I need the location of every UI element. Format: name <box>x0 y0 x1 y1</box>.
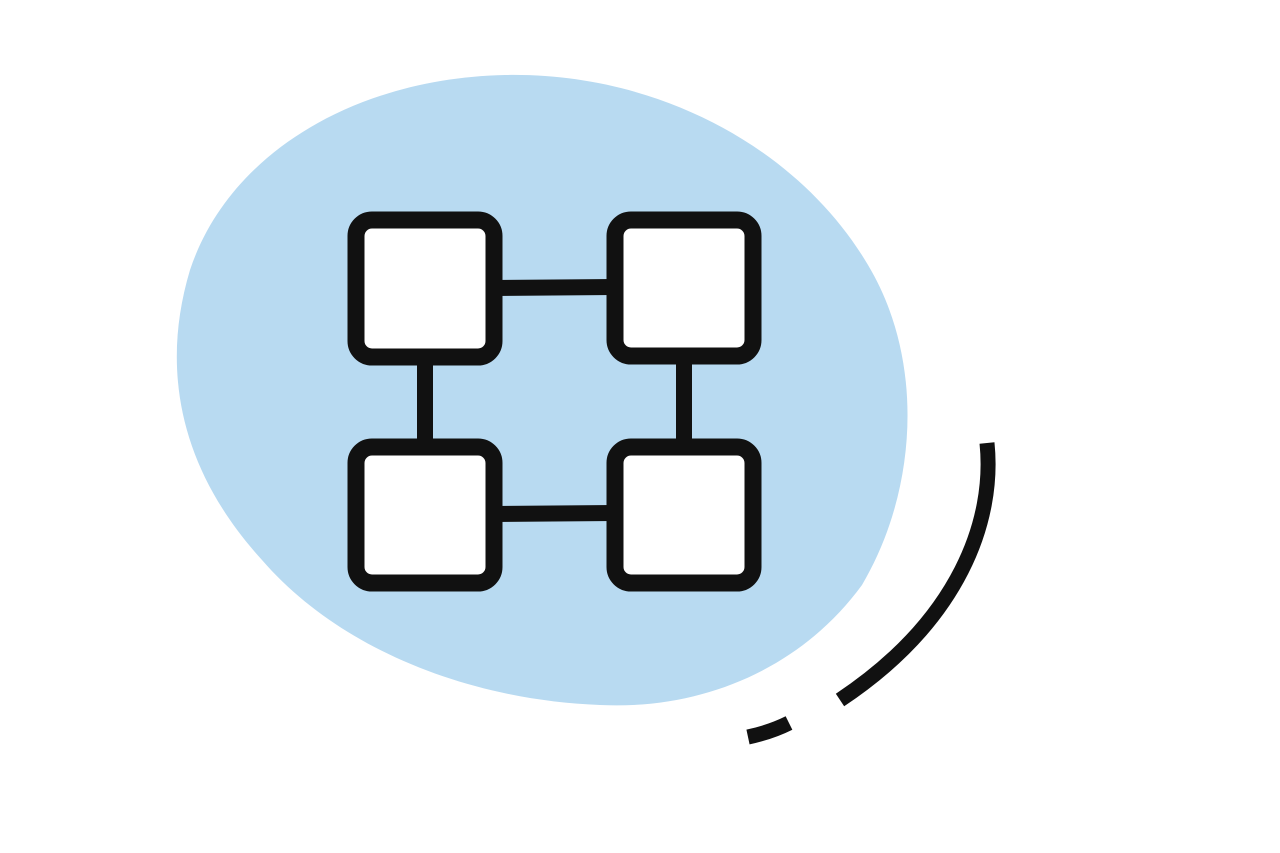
background-blob <box>176 74 908 706</box>
connector-top <box>493 279 615 296</box>
node-squares <box>347 211 762 592</box>
swoosh-arc-short <box>746 716 793 745</box>
connector-lines <box>417 279 692 522</box>
swoosh-arc <box>746 442 996 745</box>
swoosh-arc-long <box>835 442 996 707</box>
node-square-top-right <box>606 211 762 365</box>
node-square-bottom-left <box>347 438 503 592</box>
node-square-bottom-right <box>606 438 762 592</box>
node-square-top-left <box>347 211 503 366</box>
connector-bottom <box>493 505 615 522</box>
